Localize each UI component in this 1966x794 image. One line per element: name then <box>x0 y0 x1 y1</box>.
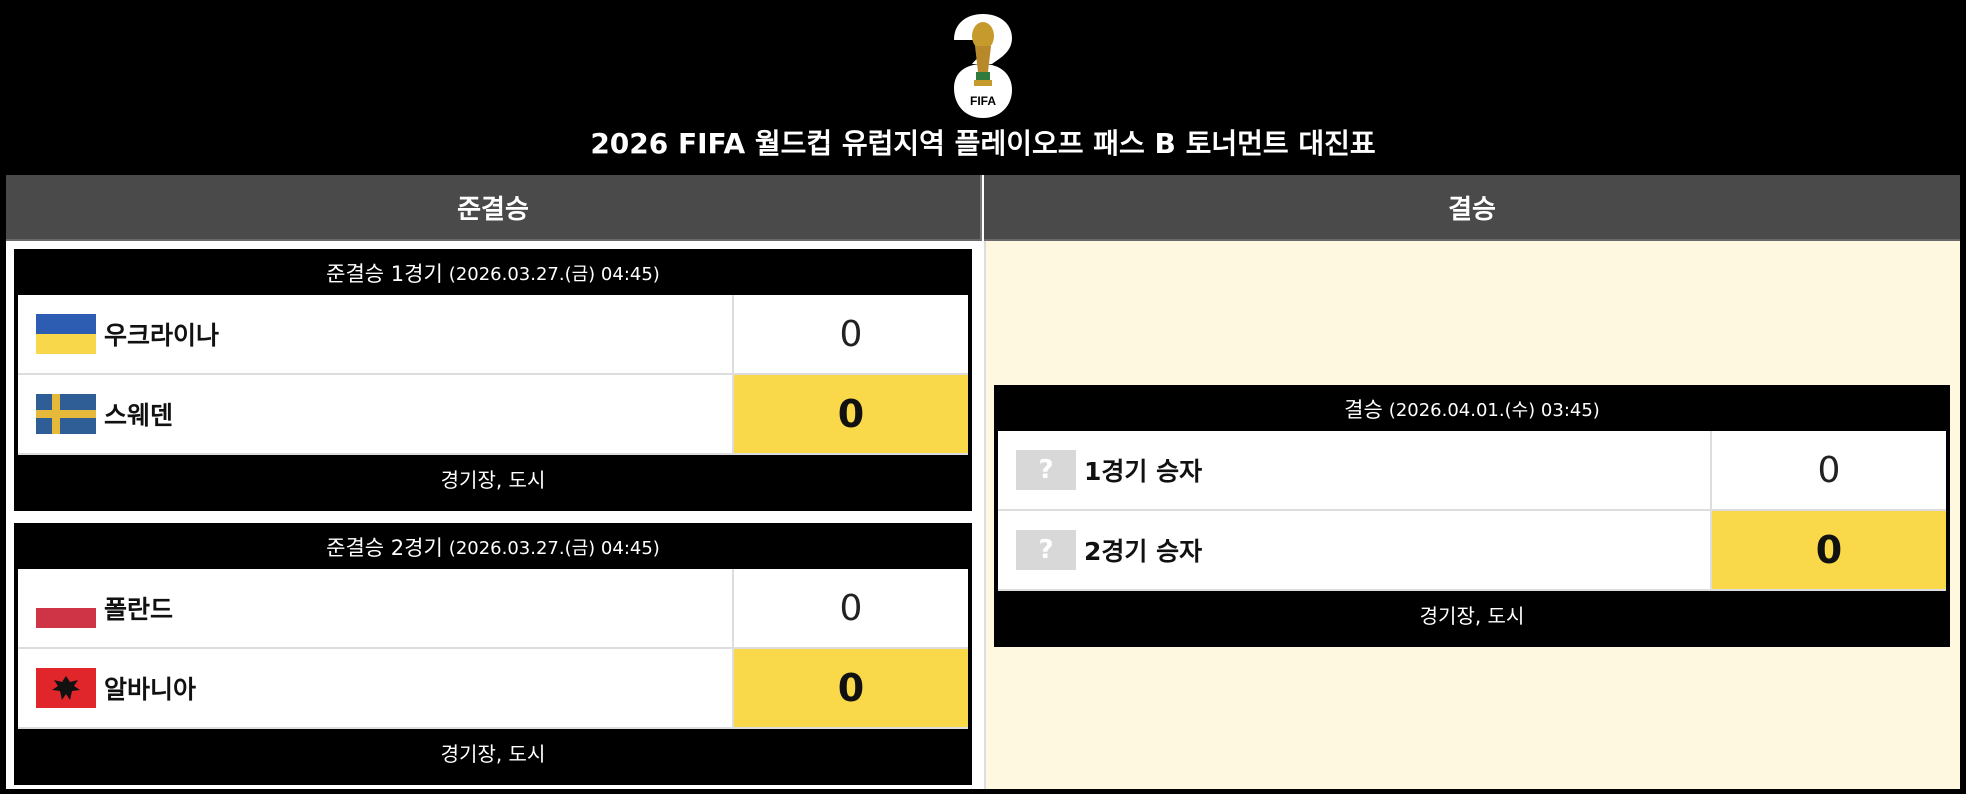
team-cell: 우크라이나 <box>18 295 734 373</box>
poland-flag-icon <box>36 588 96 628</box>
match-name: 준결승 2경기 <box>326 536 443 560</box>
team-score: 0 <box>1712 511 1946 589</box>
column-header-semifinal: 준결승 <box>6 175 982 241</box>
team-row[interactable]: ? 1경기 승자 0 <box>998 431 1946 511</box>
team-row[interactable]: 알바니아 0 <box>18 649 968 729</box>
team-score: 0 <box>734 649 968 727</box>
team-name: 알바니아 <box>104 675 197 704</box>
team-name: 스웨덴 <box>104 401 174 430</box>
team-cell: 폴란드 <box>18 569 734 647</box>
team-row[interactable]: 우크라이나 0 <box>18 295 968 375</box>
team-score: 0 <box>734 375 968 453</box>
semifinal-match-1: 준결승 1경기 (2026.03.27.(금) 04:45) 우크라이나 0 스… <box>14 249 972 511</box>
column-header-final: 결승 <box>984 175 1960 241</box>
sweden-flag-icon <box>36 394 96 434</box>
bracket-board: 준결승 결승 준결승 1경기 (2026.03.27.(금) 04:45) 우크… <box>6 175 1960 789</box>
match-date: (2026.04.01.(수) 03:45) <box>1388 400 1600 421</box>
team-cell: 알바니아 <box>18 649 734 727</box>
world-cup-2026-logo: FIFA <box>954 14 1012 118</box>
match-date: (2026.03.27.(금) 04:45) <box>448 538 660 559</box>
final-match: 결승 (2026.04.01.(수) 03:45) ? 1경기 승자 0 ? 2… <box>994 385 1950 647</box>
match-venue: 경기장, 도시 <box>1419 603 1525 628</box>
match-title: 결승 (2026.04.01.(수) 03:45) <box>996 387 1948 431</box>
match-name: 결승 <box>1344 398 1383 422</box>
match-title: 준결승 1경기 (2026.03.27.(금) 04:45) <box>16 251 970 295</box>
team-cell: ? 2경기 승자 <box>998 511 1712 589</box>
team-score: 0 <box>1817 449 1841 491</box>
team-name: 우크라이나 <box>104 321 220 350</box>
team-name: 2경기 승자 <box>1084 537 1203 566</box>
team-score: 0 <box>839 313 863 355</box>
match-venue: 경기장, 도시 <box>440 467 546 492</box>
match-title: 준결승 2경기 (2026.03.27.(금) 04:45) <box>16 525 970 569</box>
match-venue: 경기장, 도시 <box>440 741 546 766</box>
team-cell: 스웨덴 <box>18 375 734 453</box>
ukraine-flag-icon <box>36 314 96 354</box>
fifa-logo-text: FIFA <box>970 94 996 108</box>
page-title: 2026 FIFA 월드컵 유럽지역 플레이오프 패스 B 토너먼트 대진표 <box>590 127 1376 160</box>
unknown-flag-icon: ? <box>1016 530 1076 570</box>
semifinal-match-2: 준결승 2경기 (2026.03.27.(금) 04:45) 폴란드 0 알바니… <box>14 523 972 785</box>
team-cell: ? 1경기 승자 <box>998 431 1712 509</box>
albania-flag-icon <box>36 668 96 708</box>
unknown-flag-icon: ? <box>1016 450 1076 490</box>
match-date: (2026.03.27.(금) 04:45) <box>448 264 660 285</box>
team-name: 1경기 승자 <box>1084 457 1203 486</box>
team-row[interactable]: 스웨덴 0 <box>18 375 968 455</box>
team-row[interactable]: ? 2경기 승자 0 <box>998 511 1946 591</box>
match-name: 준결승 1경기 <box>326 262 443 286</box>
team-score: 0 <box>839 587 863 629</box>
team-row[interactable]: 폴란드 0 <box>18 569 968 649</box>
team-name: 폴란드 <box>104 595 174 624</box>
page-header: FIFA 2026 FIFA 월드컵 유럽지역 플레이오프 패스 B 토너먼트 … <box>0 0 1966 175</box>
